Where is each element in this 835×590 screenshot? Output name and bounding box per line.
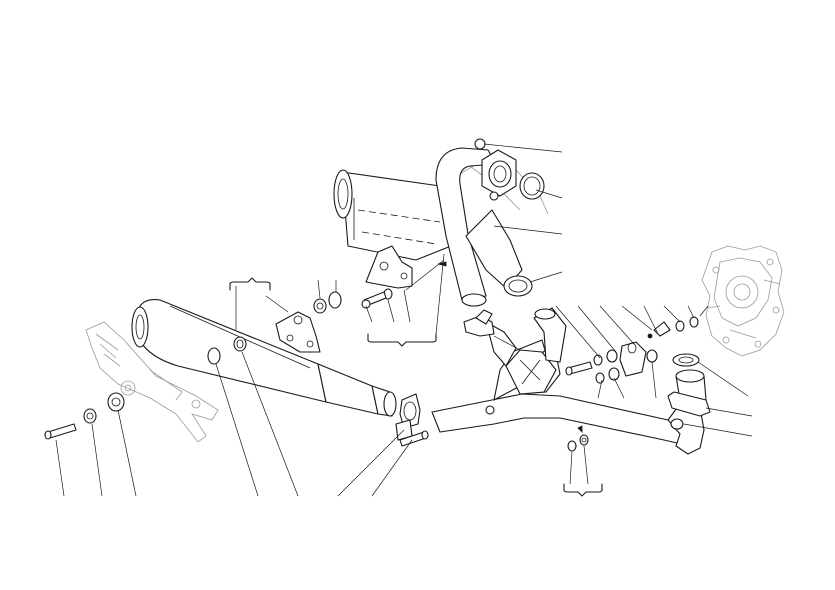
front-downpipe	[667, 353, 711, 455]
silencer-grommets	[207, 291, 342, 365]
footrest-bolt-stack	[44, 392, 125, 440]
grouping-braces	[229, 277, 603, 497]
footrest-bracket-outline	[85, 321, 219, 443]
front-silencer	[131, 299, 397, 417]
accent-marks	[437, 261, 583, 433]
engine-case-outline	[701, 245, 785, 357]
leader-lines	[55, 143, 753, 497]
rear-silencer	[333, 169, 457, 261]
lower-mounting-bracket	[275, 311, 321, 353]
bracket-hardware-set	[565, 316, 699, 452]
clamp-bolt	[399, 430, 429, 447]
upper-header-pipe	[435, 147, 533, 307]
collector-pipe	[431, 307, 693, 447]
upper-mounting-bracket	[361, 245, 413, 309]
exhaust-flange-upper	[474, 138, 545, 201]
